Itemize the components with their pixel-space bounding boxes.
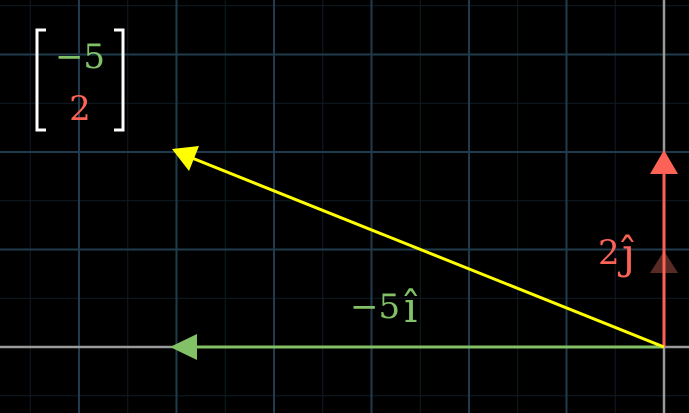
matrix-left-bracket [35,28,46,132]
result-arrowhead [172,146,199,171]
matrix-top-entry: −5 [55,37,105,77]
matrix-right-bracket [114,28,125,132]
i-hat-label-basis: î [404,283,418,332]
j-hat-label-basis: ĵ [617,229,635,278]
i-hat-label: −5 î [350,283,418,332]
i-hat-vector [170,334,664,360]
i-hat-label-coefficient: −5 [350,287,400,327]
j-hat-arrowhead [650,150,678,174]
result-vector [172,146,665,349]
j-hat-vector [650,150,678,347]
i-hat-arrowhead [170,334,197,360]
coordinate-matrix: −5 2 [35,28,125,132]
matrix-bottom-entry: 2 [69,89,91,129]
j-hat-label: 2 ĵ [598,229,635,278]
result-shaft [191,156,665,349]
j-hat-label-coefficient: 2 [598,233,620,273]
